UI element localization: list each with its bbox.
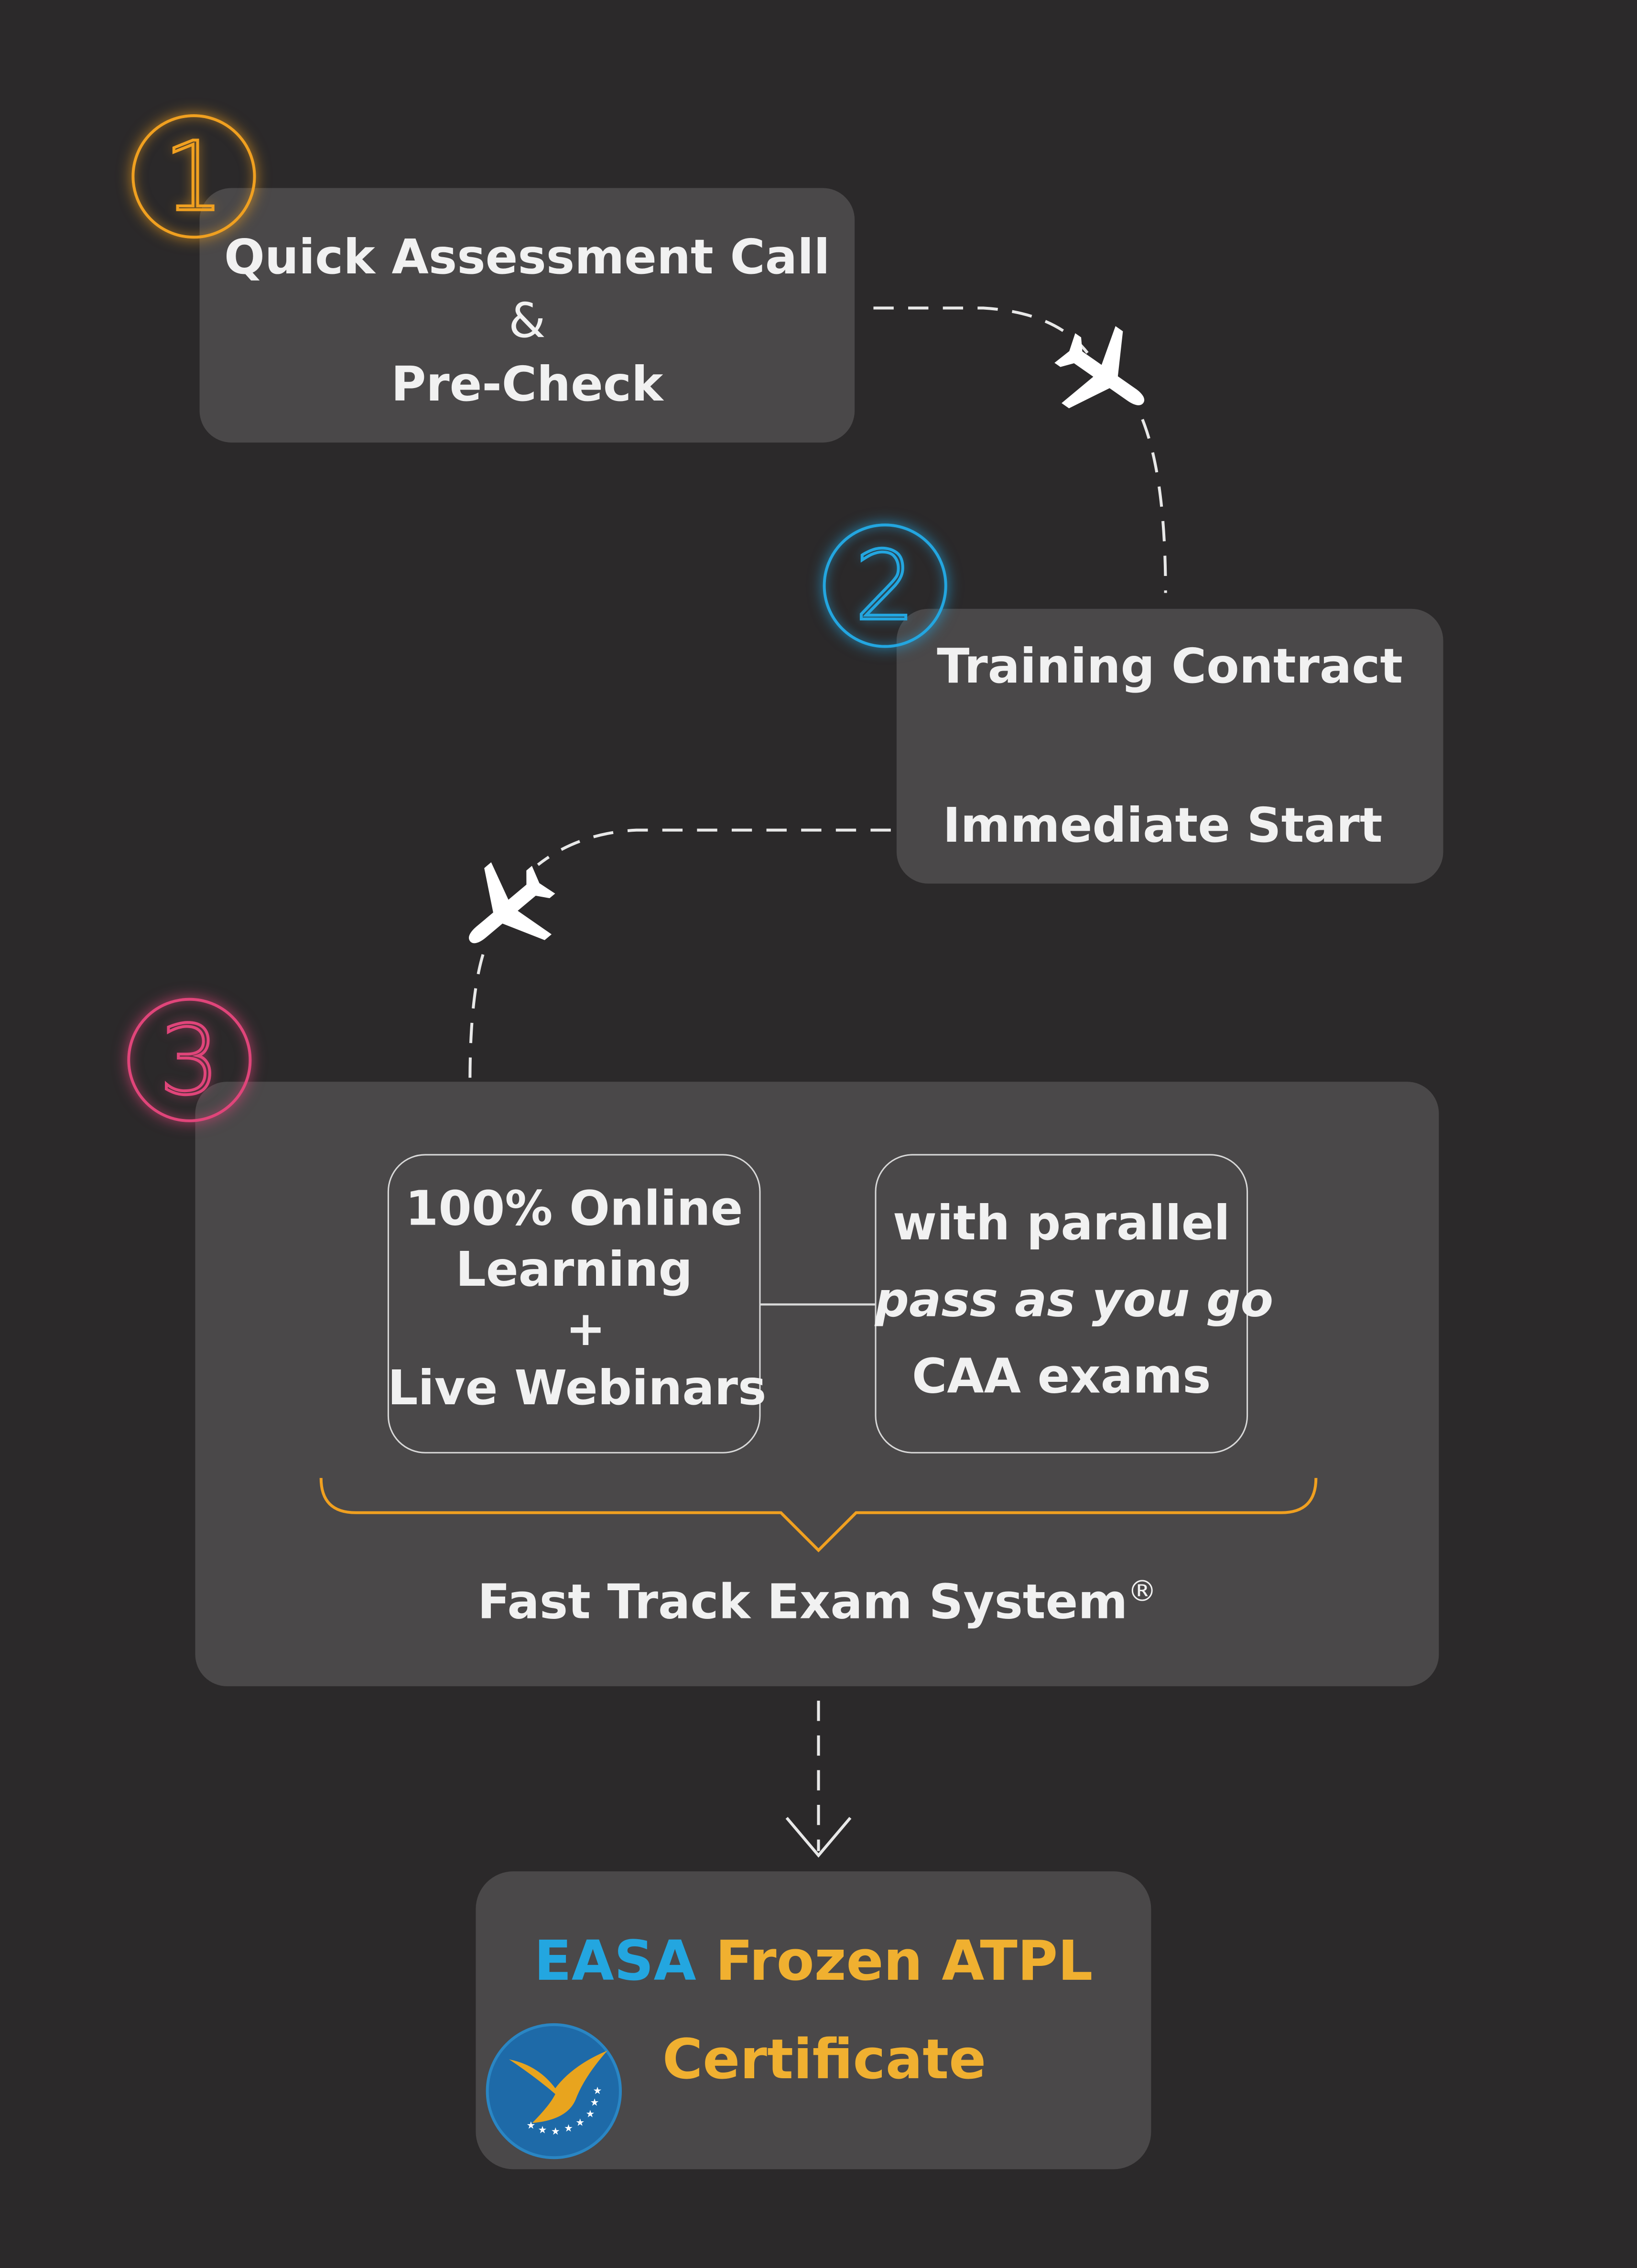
step-1-line-1: Quick Assessment Call <box>224 228 830 285</box>
registered-mark: ® <box>1127 1573 1157 1608</box>
certificate-title: EASA Frozen ATPL <box>476 1933 1151 1988</box>
step-2-number: 2 <box>853 529 917 643</box>
step-2-line-1: Training Contract <box>937 638 1403 695</box>
step-3-number: 3 <box>158 1003 221 1117</box>
step-1-line-2: & <box>508 292 546 349</box>
step-2-box <box>896 608 1443 884</box>
connector-1-2b <box>1141 419 1167 593</box>
exams-box <box>875 1154 1248 1454</box>
certificate-line-2: Certificate <box>662 2027 987 2092</box>
arrow-down-icon <box>785 1817 852 1858</box>
certificate-box <box>476 1871 1151 2170</box>
step-1-number: 1 <box>162 119 226 234</box>
step-2-line-2: Immediate Start <box>943 797 1383 854</box>
exams-line-3: CAA exams <box>912 1347 1211 1404</box>
step-2-badge: 2 <box>823 523 947 648</box>
step-1-badge: 1 <box>131 114 256 239</box>
exams-line-2: pass as you go <box>875 1271 1274 1328</box>
connector-1-2a <box>873 306 1089 354</box>
step-1-line-3: Pre-Check <box>391 356 663 412</box>
exams-line-1: with parallel <box>892 1194 1230 1251</box>
certificate-easa: EASA <box>534 1929 696 1993</box>
online-learning-line-4: Live Webinars <box>387 1359 767 1416</box>
system-label: Fast Track Exam System® <box>195 1576 1439 1626</box>
certificate-title-rest: Frozen ATPL <box>715 1929 1093 1993</box>
connector-2-3b <box>468 954 485 1082</box>
step-1-box <box>199 188 855 443</box>
online-learning-line-3: + <box>565 1300 606 1357</box>
online-learning-box <box>387 1154 761 1454</box>
online-learning-line-2: Learning <box>455 1240 693 1297</box>
online-learning-line-1: 100% Online <box>405 1180 743 1237</box>
system-label-text: Fast Track Exam System <box>477 1573 1128 1630</box>
step-3-badge: 3 <box>127 998 252 1122</box>
connector-2-3a <box>537 828 891 866</box>
